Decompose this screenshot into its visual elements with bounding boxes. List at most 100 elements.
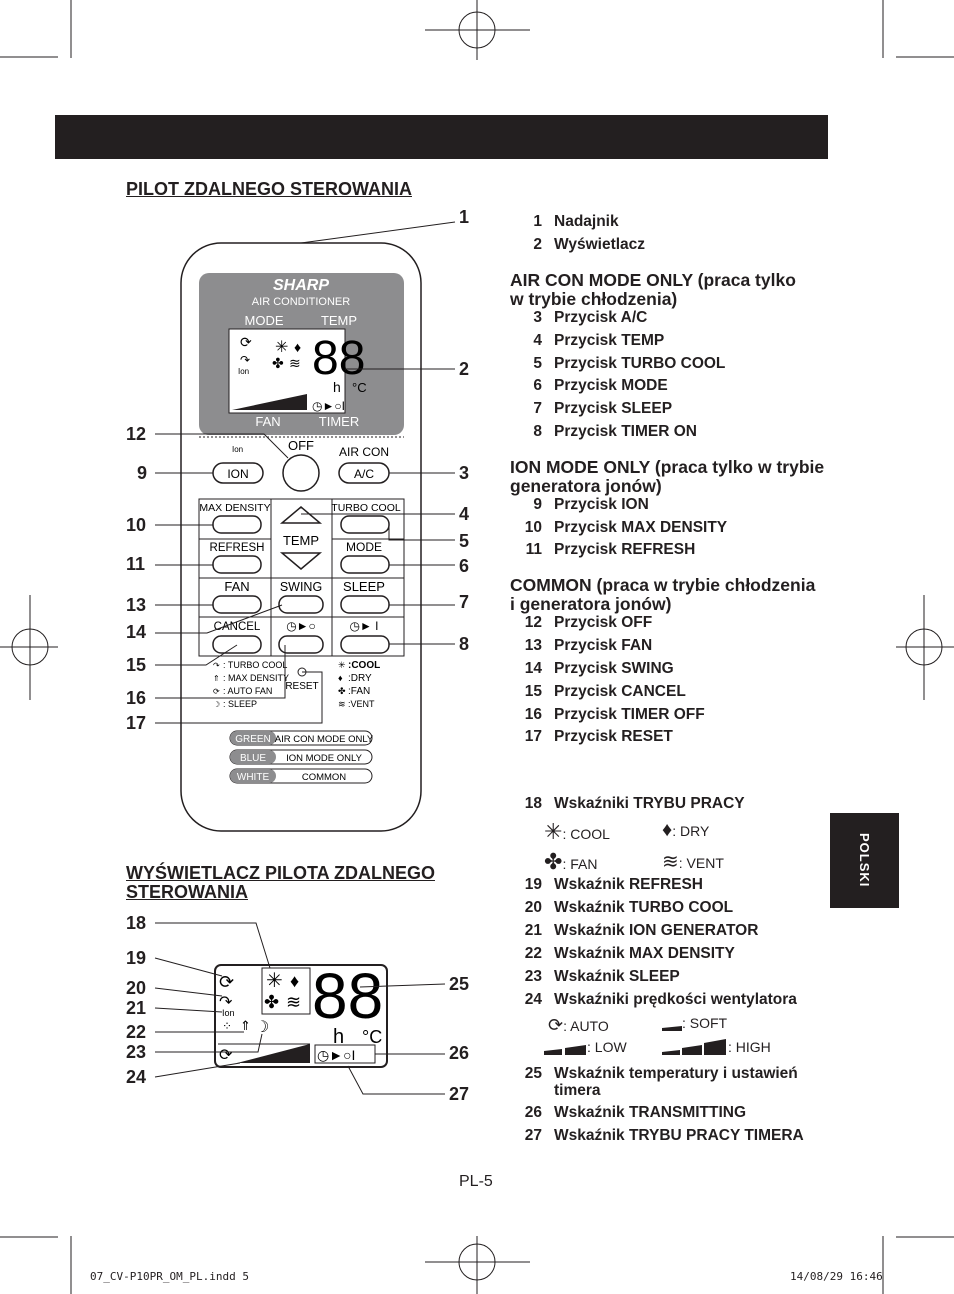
temp-up-button[interactable] xyxy=(279,506,323,524)
refresh-button[interactable] xyxy=(212,555,262,574)
callout-14: 14 xyxy=(126,622,147,642)
callout-6: 6 xyxy=(459,556,470,576)
max-density-button[interactable] xyxy=(212,515,262,534)
svg-text:MODE: MODE xyxy=(346,540,382,554)
turbo-cool-button[interactable] xyxy=(340,515,390,534)
display-illustration: ⟳ ↷ Ion ⁘ ⇑ ☽ ✳ ♦ ✤ ≋ 88 h °C ⟳ ◷►○I xyxy=(154,922,446,1095)
footer-timestamp: 14/08/29 16:46 xyxy=(790,1270,883,1283)
svg-text::FAN: :FAN xyxy=(348,686,370,697)
callout-27: 27 xyxy=(449,1084,470,1104)
callout-8: 8 xyxy=(459,634,470,654)
svg-text:Ion: Ion xyxy=(222,1008,235,1018)
svg-text:°C: °C xyxy=(362,1027,382,1047)
fan-speed-bars xyxy=(237,1044,310,1063)
fan-mode-icon: ✤ xyxy=(264,992,279,1012)
callout-2: 2 xyxy=(459,359,470,379)
svg-text:WHITE: WHITE xyxy=(237,772,270,783)
indicator-cool: ✳: COOL xyxy=(544,819,610,844)
svg-text:TIMER: TIMER xyxy=(319,414,359,429)
language-tab: POLSKI xyxy=(830,813,899,908)
callout-21: 21 xyxy=(126,998,147,1018)
svg-text:OFF: OFF xyxy=(288,438,314,453)
svg-text:TURBO COOL: TURBO COOL xyxy=(331,502,401,514)
fan-speed-auto-icon: ⟳ xyxy=(219,1047,233,1064)
callout-20: 20 xyxy=(126,978,147,998)
temp-down-button[interactable] xyxy=(279,552,323,570)
fan-button[interactable] xyxy=(212,595,262,614)
max-density-icon: ⇑ xyxy=(240,1018,251,1033)
timer-on-button[interactable] xyxy=(340,635,390,654)
callout-3: 3 xyxy=(459,463,470,483)
svg-text:TEMP: TEMP xyxy=(321,313,357,328)
svg-text:◷► I: ◷► I xyxy=(349,619,378,633)
auto-fan-icon: ⟳ xyxy=(240,334,252,350)
dry-icon: ♦ xyxy=(294,339,301,355)
svg-text:✤: ✤ xyxy=(338,686,346,696)
svg-text:RESET: RESET xyxy=(285,681,318,692)
fan-speed-auto: ⟳: AUTO xyxy=(548,1015,609,1035)
svg-text:°C: °C xyxy=(352,380,367,395)
callout-18: 18 xyxy=(126,913,147,933)
swing-button[interactable] xyxy=(278,595,324,614)
svg-text:h: h xyxy=(333,1026,344,1048)
svg-text:88: 88 xyxy=(312,332,365,385)
header-band xyxy=(55,115,828,159)
svg-text:↷: ↷ xyxy=(213,661,220,670)
svg-text:: AUTO FAN: : AUTO FAN xyxy=(223,686,272,696)
callout-16: 16 xyxy=(126,688,147,708)
svg-text:: MAX DENSITY: : MAX DENSITY xyxy=(223,673,289,683)
svg-text:⟳: ⟳ xyxy=(213,687,220,696)
fan-speed-low-icon xyxy=(544,1045,586,1055)
svg-text:SLEEP: SLEEP xyxy=(343,579,385,594)
callout-22: 22 xyxy=(126,1022,147,1042)
dry-mode-icon: ♦ xyxy=(290,971,299,991)
fan-speed-low: : LOW xyxy=(587,1039,627,1055)
fan-speed-soft: : SOFT xyxy=(682,1015,728,1031)
svg-text:AIR CON MODE ONLY: AIR CON MODE ONLY xyxy=(275,734,374,745)
cancel-button[interactable] xyxy=(212,635,262,654)
svg-text:GREEN: GREEN xyxy=(235,734,271,745)
svg-text:☽: ☽ xyxy=(213,700,220,709)
svg-text:≋: ≋ xyxy=(338,699,346,709)
vent-icon: ≋ xyxy=(289,355,301,371)
indicator-vent: ≋: VENT xyxy=(662,851,724,873)
timer-off-button[interactable] xyxy=(278,635,324,654)
callout-10: 10 xyxy=(126,515,147,535)
off-button[interactable] xyxy=(282,454,320,492)
svg-text:TEMP: TEMP xyxy=(283,533,319,548)
sleep-button[interactable] xyxy=(340,595,390,614)
ion-dots-icon: ⁘ xyxy=(222,1019,232,1033)
callout-4: 4 xyxy=(459,504,470,524)
indicator-fan: ✤: FAN xyxy=(544,849,598,874)
fan-speed-soft-icon xyxy=(662,1026,682,1031)
callout-12: 12 xyxy=(126,424,147,444)
callout-5: 5 xyxy=(459,531,470,551)
svg-text::VENT: :VENT xyxy=(348,699,375,709)
callout-1: 1 xyxy=(459,207,470,227)
vent-icon: ≋ xyxy=(662,851,679,873)
turbo-icon: ↷ xyxy=(240,353,250,367)
svg-text:COMMON: COMMON xyxy=(302,772,346,783)
mode-button[interactable] xyxy=(340,555,390,574)
